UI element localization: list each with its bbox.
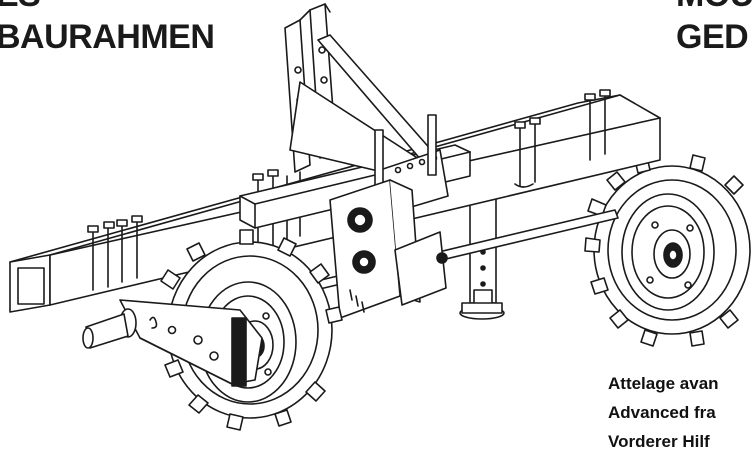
caption-english: Advanced fra xyxy=(608,403,716,422)
heading-left-line2: BAURAHMEN xyxy=(0,18,215,56)
heading-right-line1: MOU xyxy=(676,0,754,12)
center-bracket xyxy=(330,180,447,318)
heading-right-line2: GED xyxy=(676,18,749,56)
caption-french: Attelage avan xyxy=(608,374,719,393)
heading-left-line1: ES xyxy=(0,0,41,12)
right-wheel xyxy=(585,155,750,346)
hitch-arm xyxy=(83,300,262,386)
hitch-tower xyxy=(285,4,448,214)
u-bolt-nuts xyxy=(88,90,610,232)
caption-german: Vorderer Hilf xyxy=(608,432,710,451)
